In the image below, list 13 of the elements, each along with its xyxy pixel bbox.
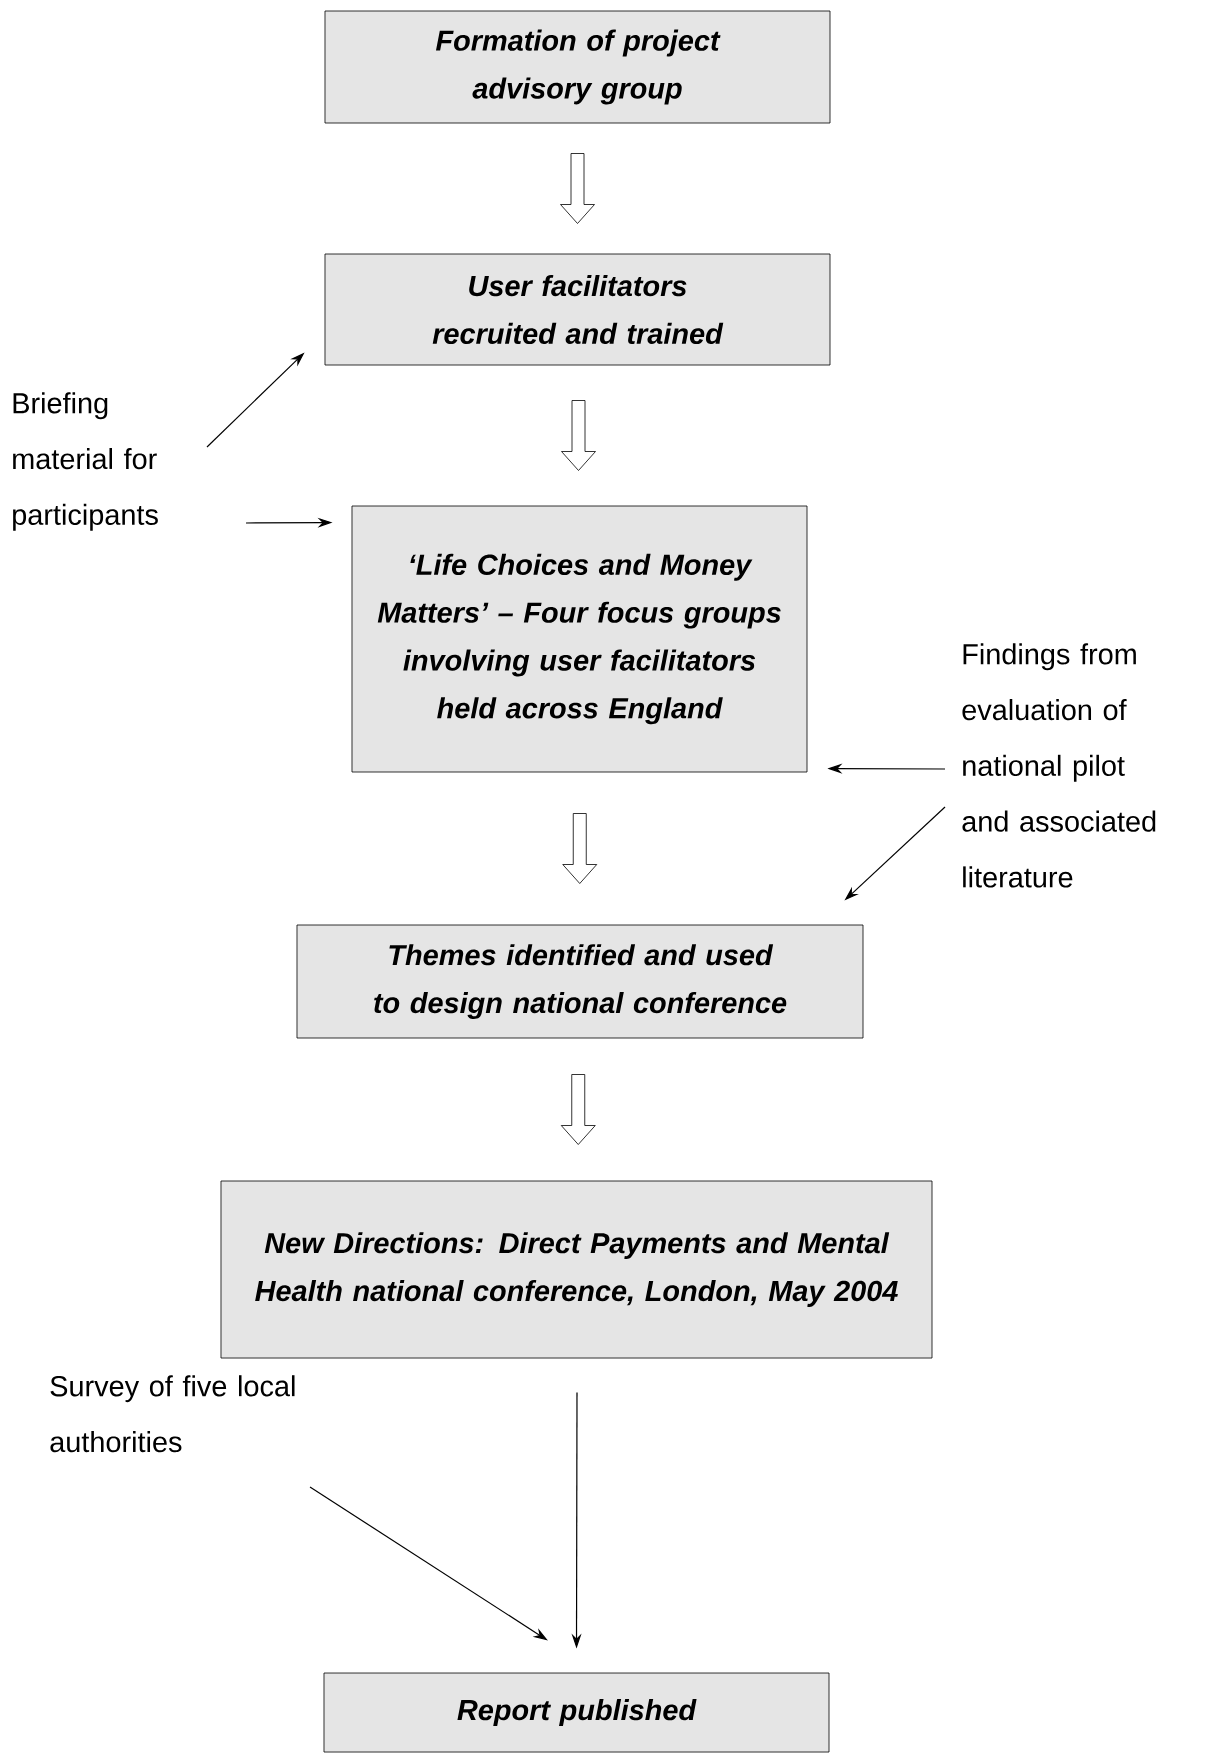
annotation-text: Survey of five local authorities bbox=[50, 1375, 295, 1453]
hollow-arrow bbox=[562, 813, 598, 884]
hollow-arrow bbox=[560, 153, 595, 224]
hollow-arrow bbox=[561, 400, 596, 471]
process-box: Report published bbox=[323, 1672, 830, 1753]
annotation-text: Briefing material for participants bbox=[13, 392, 158, 531]
process-box: Themes identified and used to design national conference bbox=[296, 924, 864, 1039]
process-box: ‘Life Choices and Money Matters’ – Four focus groups involving user facilitators held across England bbox=[351, 505, 808, 773]
process-box: User facilitators recruited and trained bbox=[324, 253, 831, 366]
process-box: Formation of project advisory group bbox=[324, 10, 831, 124]
hollow-arrow bbox=[560, 1074, 596, 1145]
annotation-text: Findings from evaluation of national pilot and associated literature bbox=[962, 643, 1156, 888]
process-box: New Directions: Direct Payments and Mental Health national conference, London, May 2004 bbox=[220, 1180, 933, 1359]
